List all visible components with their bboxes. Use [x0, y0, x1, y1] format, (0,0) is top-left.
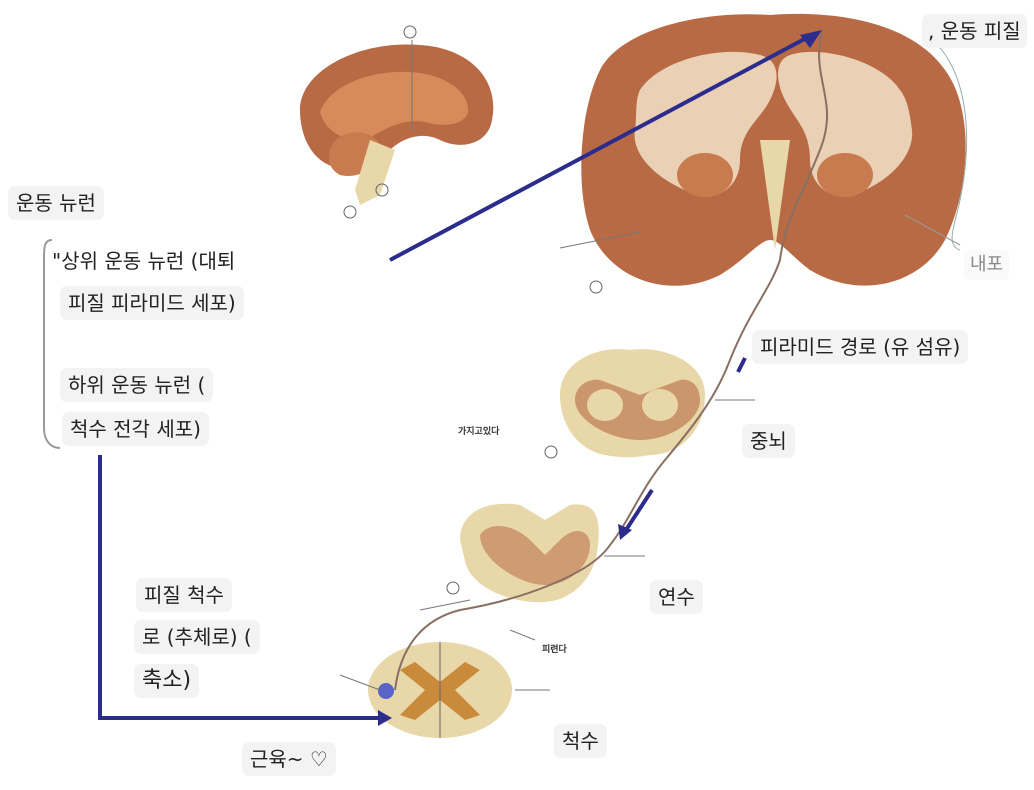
sagittal-brain-image: [300, 25, 494, 219]
motor-neurons-label: 운동 뉴런: [8, 186, 104, 220]
midbrain-section-image: [544, 349, 755, 459]
spinal-cord-section-image: [339, 642, 550, 738]
medulla-section-image: [419, 503, 645, 611]
muscle-label: 근육~ ♡: [242, 742, 336, 776]
decussation-small-label: 피련다: [542, 645, 567, 655]
lower-motor-neuron-label: 하위 운동 뉴런 (: [60, 368, 214, 402]
neuron-group-bracket: [43, 239, 61, 449]
lower-motor-neuron-label-cont: 척수 전각 세포): [62, 412, 209, 446]
pyramidal-tract-label: 피라미드 경로 (유 섬유): [752, 330, 969, 364]
corticospinal-label-cont: 로 (추체로) (: [134, 620, 260, 654]
cortex-arrowhead-icon: [800, 30, 822, 48]
corticospinal-label-end: 축소): [134, 664, 200, 698]
decussation-line: [509, 629, 536, 641]
midbrain-label: 중뇌: [742, 424, 795, 458]
coronal-brain-image: [559, 13, 968, 294]
tract-arrow: [736, 357, 747, 373]
lower-neuron-arrow: [98, 455, 385, 720]
internal-capsule-label: 내포: [964, 250, 1010, 280]
cerebral-peduncle-small-label: 가지고있다: [458, 427, 500, 437]
upper-motor-neuron-label: "상위 운동 뉴런 (대퇴: [52, 249, 236, 273]
motor-cortex-label: , 운동 피질: [922, 14, 1027, 48]
pyramidal-tract-line: [394, 29, 829, 691]
lower-neuron-arrowhead-icon: [378, 710, 392, 726]
descending-arrowhead-icon: [618, 524, 632, 540]
spinal-cord-label: 척수: [554, 724, 607, 758]
upper-motor-neuron-label-cont: 피질 피라미드 세포): [60, 286, 244, 320]
descending-arrow: [624, 488, 654, 532]
cortex-arrow: [389, 33, 813, 262]
corticospinal-label: 피질 척수: [136, 578, 232, 612]
medulla-label: 연수: [650, 580, 703, 614]
